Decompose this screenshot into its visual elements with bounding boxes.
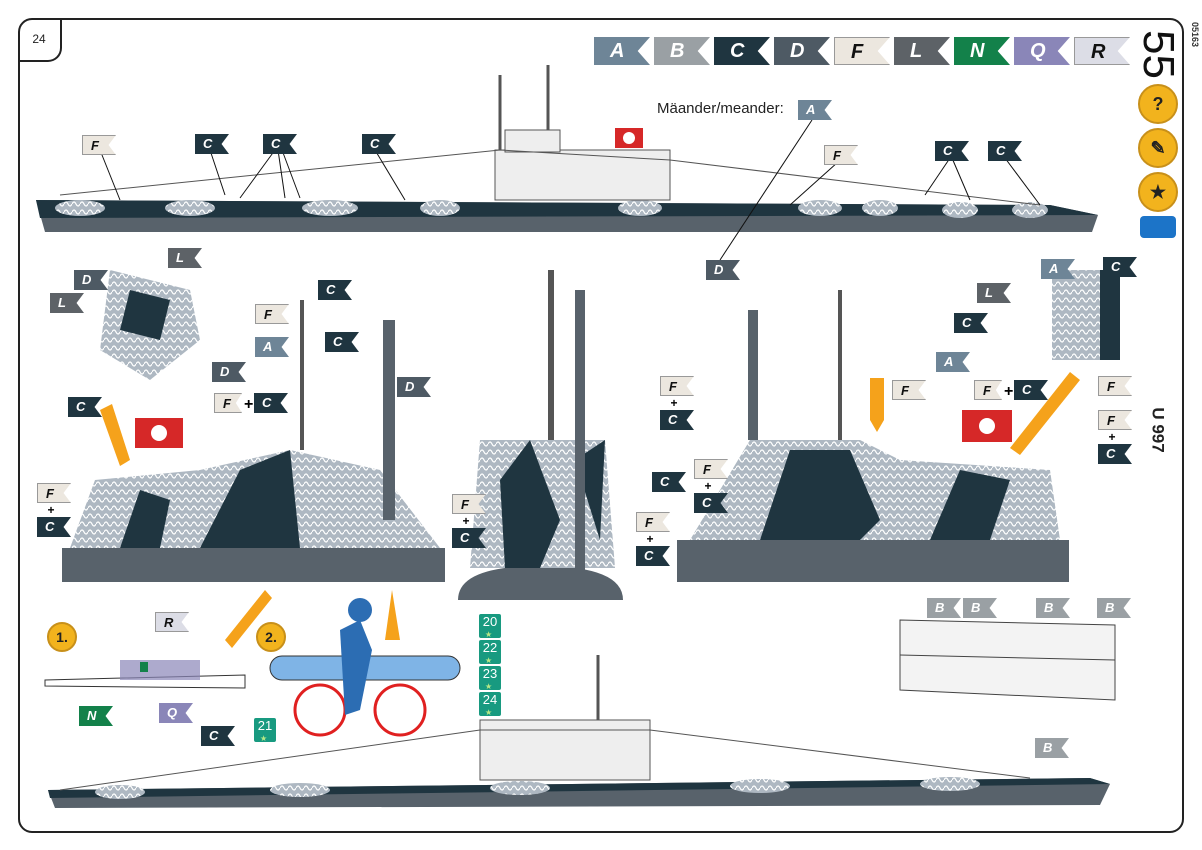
callout-c: C <box>362 134 396 154</box>
callout-d: D <box>706 260 740 280</box>
callout-b: B <box>1036 598 1070 618</box>
decal-number: 24 <box>479 692 501 721</box>
callout-q: Q <box>159 703 193 723</box>
callout-c: C <box>1103 257 1137 277</box>
bottom-ship-side-view <box>48 655 1110 808</box>
callout-a: A <box>936 352 970 372</box>
callout-c: C <box>652 472 686 492</box>
callout-f: F <box>660 376 694 396</box>
decal-number: 21 <box>254 718 276 747</box>
page-number: 24 <box>18 18 62 62</box>
callout-f: F <box>452 494 486 514</box>
callout-f: F <box>824 145 858 165</box>
callout-b: B <box>1035 738 1069 758</box>
plus-sign: + <box>704 479 712 493</box>
callout-c: C <box>201 726 235 746</box>
plus-sign: + <box>670 396 678 410</box>
callout-b: B <box>927 598 961 618</box>
callout-f: F <box>37 483 71 503</box>
callout-c: C <box>935 141 969 161</box>
conning-tower-front-view <box>458 270 623 600</box>
callout-a: A <box>798 100 832 120</box>
plus-sign: + <box>646 532 654 546</box>
decal-number: 23 <box>479 666 501 695</box>
callout-f-plus-c: F+C <box>452 494 488 548</box>
callout-c: C <box>318 280 352 300</box>
callout-c: C <box>325 332 359 352</box>
callout-f-plus-c: F+C <box>1098 410 1134 464</box>
callout-f-plus-c: F+C <box>37 483 73 537</box>
plus-sign: + <box>462 514 470 528</box>
meander-label: Mäander/meander: <box>657 100 784 117</box>
conning-tower-right-view <box>677 270 1120 582</box>
decal-number: 22 <box>479 640 501 669</box>
leader-lines <box>99 119 1041 261</box>
callout-c: C <box>1098 444 1132 464</box>
callout-d: D <box>74 270 108 290</box>
callout-c: C <box>660 410 694 430</box>
glue-icon <box>1140 216 1176 238</box>
top-ship-side-view <box>36 65 1098 232</box>
callout-c: C <box>37 517 71 537</box>
decal-icon: ★ <box>1138 172 1178 212</box>
callout-f-plus-c: F+C <box>694 459 730 513</box>
callout-b: B <box>1097 598 1131 618</box>
conning-tower-left-view <box>62 270 445 582</box>
sub-step-illustrations <box>44 598 1116 737</box>
callout-c: C <box>452 528 486 548</box>
sub-step-2: 2. <box>256 622 286 652</box>
callout-c: C <box>263 134 297 154</box>
decal-number: 20 <box>479 614 501 643</box>
callout-c: C <box>68 397 102 417</box>
help-icon: ? <box>1138 84 1178 124</box>
callout-f-plus-c: F+C <box>974 380 1048 400</box>
callout-f-plus-c: F+C <box>214 393 288 413</box>
callout-f: F <box>694 459 728 479</box>
callout-c: C <box>988 141 1022 161</box>
callout-f: F <box>1098 410 1132 430</box>
callout-a: A <box>255 337 289 357</box>
callout-f-plus-c: F+C <box>660 376 696 430</box>
callout-n: N <box>79 706 113 726</box>
callout-f: F <box>636 512 670 532</box>
callout-f: F <box>214 393 242 413</box>
sub-step-1: 1. <box>47 622 77 652</box>
callout-c: C <box>694 493 728 513</box>
brush-paint-icon: ✎ <box>1138 128 1178 168</box>
direction-arrows <box>100 372 1080 648</box>
plus-sign: + <box>1108 430 1116 444</box>
callout-c: C <box>254 393 288 413</box>
callout-c: C <box>954 313 988 333</box>
callout-d: D <box>212 362 246 382</box>
plus-sign: + <box>244 396 254 413</box>
callout-c: C <box>636 546 670 566</box>
callout-f: F <box>974 380 1002 400</box>
callout-c: C <box>195 134 229 154</box>
callout-d: D <box>397 377 431 397</box>
page-frame <box>18 18 1184 833</box>
callout-b: B <box>963 598 997 618</box>
callout-l: L <box>977 283 1011 303</box>
callout-c: C <box>1014 380 1048 400</box>
callout-a: A <box>1041 259 1075 279</box>
plus-sign: + <box>47 503 55 517</box>
plus-sign: + <box>1004 383 1014 400</box>
callout-f-plus-c: F+C <box>636 512 672 566</box>
callout-l: L <box>50 293 84 313</box>
callout-l: L <box>168 248 202 268</box>
